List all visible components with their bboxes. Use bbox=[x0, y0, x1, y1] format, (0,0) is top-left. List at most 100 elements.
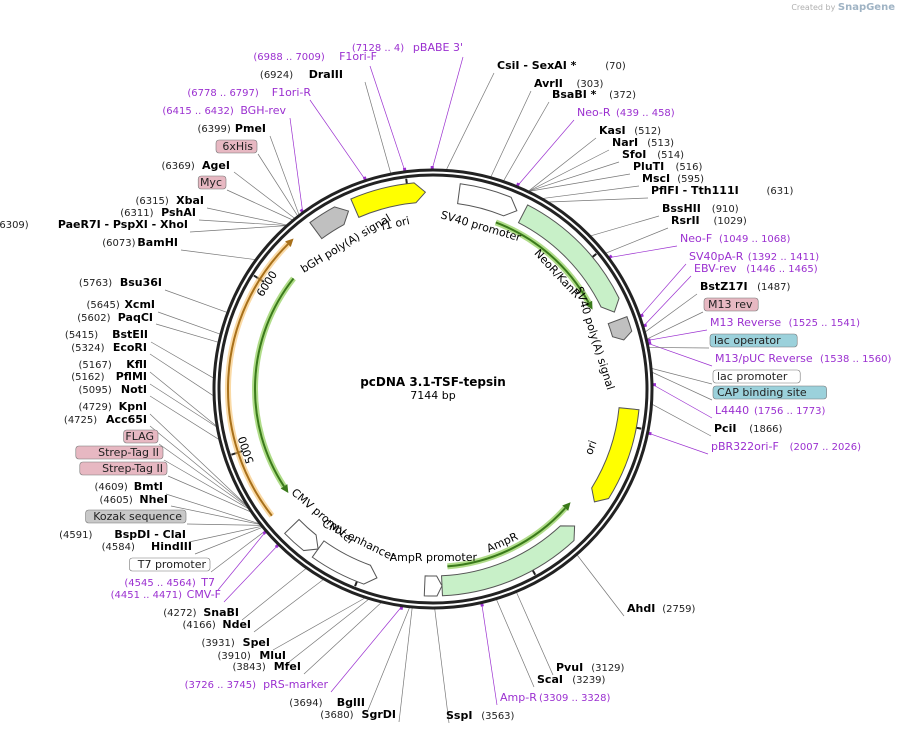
site-label-sv40pa-r[interactable]: SV40pA-R(1392 .. 1411) bbox=[689, 250, 819, 263]
site-label-sgrdi[interactable]: SgrDI(3680) bbox=[320, 708, 396, 721]
site-label-pflfi-tth111i[interactable]: PflFI - Tth111I(631) bbox=[651, 184, 793, 197]
site-label-mfei[interactable]: MfeI(3843) bbox=[233, 660, 301, 673]
site-label-bgh-rev[interactable]: BGH-rev(6415 .. 6432) bbox=[162, 104, 286, 117]
label-text: BmtI bbox=[134, 480, 163, 493]
site-label-snabi[interactable]: SnaBI(4272) bbox=[163, 606, 239, 619]
site-label-avrii[interactable]: AvrII(303) bbox=[534, 77, 603, 90]
site-label-spei[interactable]: SpeI(3931) bbox=[202, 636, 270, 649]
site-label-hindiii[interactable]: HindIII(4584) bbox=[102, 540, 192, 553]
label-location: (439 .. 458) bbox=[616, 108, 675, 119]
label-text: SspI bbox=[446, 709, 472, 722]
site-label-prs-marker[interactable]: pRS-marker(3726 .. 3745) bbox=[185, 678, 329, 691]
site-label-amp-r[interactable]: Amp-R(3309 .. 3328) bbox=[500, 691, 611, 704]
leader-line bbox=[398, 607, 413, 723]
feature-label-f1-ori: f1 ori bbox=[380, 214, 411, 233]
site-label-cap-binding-site[interactable]: CAP binding site bbox=[712, 385, 827, 400]
site-label-acc65i[interactable]: Acc65I(4725) bbox=[64, 413, 147, 426]
site-label-pvui[interactable]: PvuI(3129) bbox=[556, 661, 625, 674]
site-label-kpni[interactable]: KpnI(4729) bbox=[79, 400, 147, 413]
site-label-pbr322ori-f[interactable]: pBR322ori-F(2007 .. 2026) bbox=[711, 440, 861, 453]
site-label-m13-rev[interactable]: M13 rev bbox=[703, 297, 759, 312]
site-label-f1ori-f[interactable]: F1ori-F(6988 .. 7009) bbox=[253, 50, 377, 63]
site-label-t7-promoter[interactable]: T7 promoter bbox=[129, 557, 211, 572]
site-label-bamhi[interactable]: BamHI(6073) bbox=[102, 236, 178, 249]
site-label-bsu36i[interactable]: Bsu36I(5763) bbox=[79, 276, 162, 289]
site-label-neo-r[interactable]: Neo-R(439 .. 458) bbox=[577, 106, 675, 119]
site-label-lac-promoter[interactable]: lac promoter bbox=[712, 369, 801, 384]
label-text: CsiI - SexAI * bbox=[497, 59, 577, 72]
site-label-kfli[interactable]: KflI(5167) bbox=[79, 358, 147, 371]
site-label-paqci[interactable]: PaqCI(5602) bbox=[77, 311, 153, 324]
site-label-xbai[interactable]: XbaI(6315) bbox=[136, 194, 204, 207]
feature-bgh-poly-a-signal[interactable] bbox=[309, 206, 350, 240]
label-location: (6315) bbox=[136, 196, 169, 207]
site-label-bsteii[interactable]: BstEII(5415) bbox=[65, 328, 148, 341]
site-label-sfoi[interactable]: SfoI(514) bbox=[622, 148, 684, 161]
site-label-pcii[interactable]: PciI(1866) bbox=[714, 422, 783, 435]
site-label-bspdi-clai[interactable]: BspDI - ClaI(4591) bbox=[59, 528, 186, 541]
leader-line bbox=[155, 323, 219, 343]
site-label-myc[interactable]: Myc bbox=[197, 175, 227, 190]
label-text: PaeR7I - PspXI - XhoI bbox=[58, 218, 188, 231]
feature-ampr[interactable] bbox=[441, 525, 576, 597]
site-labels[interactable]: pBABE 3'(7128 .. 4)F1ori-F(6988 .. 7009)… bbox=[0, 41, 892, 722]
site-label-lac-operator[interactable]: lac operator bbox=[709, 333, 798, 348]
site-label-ecori[interactable]: EcoRI(5324) bbox=[71, 341, 147, 354]
leader-line bbox=[446, 72, 495, 170]
site-label-ahdi[interactable]: AhdI(2759) bbox=[627, 602, 696, 615]
feature-neor-kanr[interactable] bbox=[517, 204, 620, 313]
feature-ori[interactable] bbox=[591, 407, 640, 503]
site-label-ebv-rev[interactable]: EBV-rev(1446 .. 1465) bbox=[694, 262, 818, 275]
site-label-bglii[interactable]: BglII(3694) bbox=[289, 696, 365, 709]
site-label-pshai[interactable]: PshAI(6311) bbox=[120, 206, 196, 219]
site-label-noti[interactable]: NotI(5095) bbox=[79, 383, 147, 396]
feature-sv40-promoter[interactable] bbox=[457, 183, 518, 217]
site-label-nhei[interactable]: NheI(4605) bbox=[100, 493, 168, 506]
leader-line bbox=[640, 263, 687, 317]
feature-cmv-promoter[interactable] bbox=[284, 518, 319, 552]
site-label-agei[interactable]: AgeI(6369) bbox=[162, 159, 230, 172]
site-label-m13-reverse[interactable]: M13 Reverse(1525 .. 1541) bbox=[710, 316, 860, 329]
site-label-neo-f[interactable]: Neo-F(1049 .. 1068) bbox=[680, 232, 791, 245]
feature-f1-ori[interactable] bbox=[350, 182, 427, 219]
site-label-msci[interactable]: MscI(595) bbox=[642, 172, 704, 185]
leader-line bbox=[149, 371, 217, 427]
site-label-bsshii[interactable]: BssHII(910) bbox=[662, 202, 739, 215]
leader-line bbox=[157, 311, 221, 335]
site-label-paer7i-pspxi-xhoi[interactable]: PaeR7I - PspXI - XhoI(6309) bbox=[0, 218, 188, 231]
site-label-bmti[interactable]: BmtI(4609) bbox=[95, 480, 163, 493]
site-label-rsrii[interactable]: RsrII(1029) bbox=[671, 214, 747, 227]
label-location: (4272) bbox=[163, 608, 196, 619]
site-label-kasi[interactable]: KasI(512) bbox=[599, 124, 661, 137]
site-label-strep-tag-ii[interactable]: Strep-Tag II bbox=[79, 461, 168, 476]
site-label-ndei[interactable]: NdeI(4166) bbox=[183, 618, 251, 631]
site-label-mlui[interactable]: MluI(3910) bbox=[218, 649, 286, 662]
label-location: (1392 .. 1411) bbox=[748, 252, 820, 263]
site-label-pluti[interactable]: PluTI(516) bbox=[633, 160, 702, 173]
site-label-l4440[interactable]: L4440(1756 .. 1773) bbox=[715, 404, 826, 417]
site-label-sspi[interactable]: SspI(3563) bbox=[446, 709, 515, 722]
site-label-kozak-sequence[interactable]: Kozak sequence bbox=[85, 509, 187, 524]
feature-cmv-enhancer[interactable] bbox=[311, 540, 378, 585]
site-label-bstz17i[interactable]: BstZ17I(1487) bbox=[700, 280, 790, 293]
site-label-t7[interactable]: T7(4545 .. 4564) bbox=[124, 576, 215, 589]
site-label-f1ori-r[interactable]: F1ori-R(6778 .. 6797) bbox=[187, 86, 311, 99]
site-label-pbabe-3[interactable]: pBABE 3'(7128 .. 4) bbox=[352, 41, 463, 54]
site-label-draiii[interactable]: DraIII(6924) bbox=[260, 68, 343, 81]
orf-arc bbox=[495, 221, 590, 304]
site-label-nari[interactable]: NarI(513) bbox=[612, 136, 674, 149]
site-label-bsabi[interactable]: BsaBI *(372) bbox=[552, 88, 636, 101]
site-label-m13-puc-reverse[interactable]: M13/pUC Reverse(1538 .. 1560) bbox=[715, 352, 892, 365]
site-label-flag[interactable]: FLAG bbox=[123, 429, 159, 444]
site-label-xcmi[interactable]: XcmI(5645) bbox=[87, 298, 155, 311]
site-label-csii-sexai[interactable]: CsiI - SexAI *(70) bbox=[497, 59, 626, 72]
site-label-scai[interactable]: ScaI(3239) bbox=[537, 673, 606, 686]
feature-sv40-poly-a-signal[interactable] bbox=[607, 316, 633, 341]
site-label-strep-tag-ii[interactable]: Strep-Tag II bbox=[75, 445, 164, 460]
feature-ampr-promoter[interactable] bbox=[423, 575, 443, 597]
site-label-cmv-f[interactable]: CMV-F(4451 .. 4471) bbox=[111, 588, 221, 601]
site-label-6xhis[interactable]: 6xHis bbox=[215, 139, 258, 154]
leader-line bbox=[309, 99, 366, 180]
site-label-pflmi[interactable]: PflMI(5162) bbox=[71, 370, 147, 383]
site-label-pmei[interactable]: PmeI(6399) bbox=[198, 122, 266, 135]
